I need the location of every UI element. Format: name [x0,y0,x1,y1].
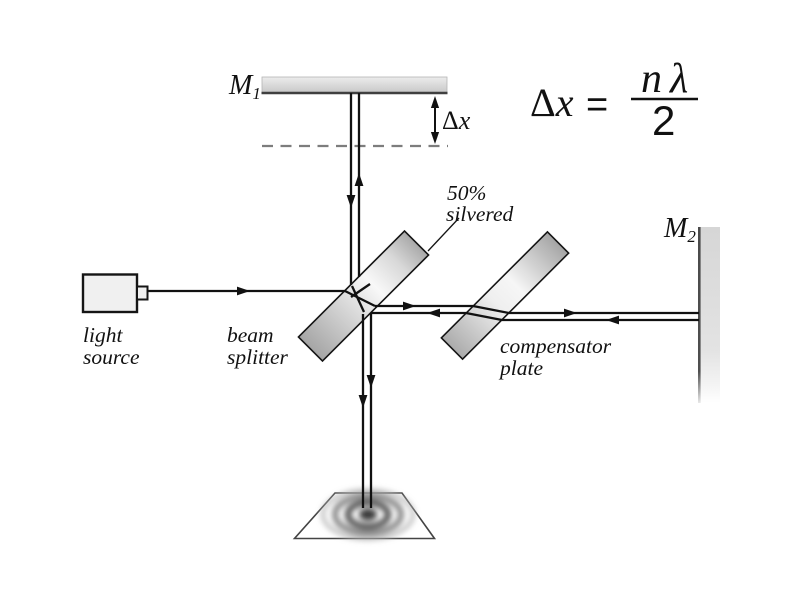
mirror-m1: M1 [228,70,448,103]
beam-paths [147,93,699,508]
delta-x-label-x: x [458,106,471,135]
mirror-m2-silvered-face [698,227,701,403]
mirror-m1-label: M1 [228,70,261,103]
fringe-ring-1 [344,499,392,530]
beam-through-compensator-return [465,311,503,322]
light-source-body [81,273,139,314]
beam-splitter-label-line2: splitter [227,345,289,369]
formula-lhs: Δx [530,80,574,125]
delta-x-label-delta: Δ [442,106,459,135]
beam-arrowheads [237,173,619,408]
formula-lhs-delta: Δ [530,80,556,125]
light-source-label-line2: source [83,345,140,369]
arrow-up-to-m1-icon [354,173,364,186]
arrow-left-from-m2-icon [606,315,619,325]
fringe-ring-3 [321,488,415,541]
arrow-down-from-m1-icon [346,195,356,208]
mirror-m1-label-sub: 1 [252,84,261,103]
beam-splitter: beam splitter 50% silvered [227,181,514,369]
delta-x-label: Δx [442,106,471,135]
silvered-label-line1: 50% [447,181,486,205]
formula-numerator-lambda: λ [668,56,688,102]
light-source: light source [81,273,149,369]
mirror-m2-bar [700,227,720,403]
silvered-surface-pointer-line [427,217,460,252]
mirror-m1-bar [261,76,448,93]
beam-refraction-a [344,289,376,308]
delta-x-arrowhead-down-icon [430,132,440,144]
mirror-m2-label-sub: 2 [687,227,696,246]
beam-splitter-label-line1: beam [227,323,274,347]
compensator-plate-glass [440,230,570,361]
fringe-ring-2 [332,493,404,536]
formula-numerator-n: n [641,56,662,102]
mirror-m2-label-main: M [663,213,689,244]
fringe-center [359,508,377,521]
interference-fringes [321,488,415,541]
arrow-down-detector-left-icon [358,395,368,408]
compensator-label-line2: plate [498,356,543,380]
arrow-left-return-inner-icon [427,308,440,318]
displacement-annotation: Δx [262,96,471,148]
arrow-right-source-icon [237,286,250,296]
mirror-m2-label: M2 [663,213,696,246]
compensator-plate: compensator plate [440,230,612,380]
formula-equals: = [586,84,608,126]
arrow-down-detector-right-icon [366,375,376,388]
arrow-right-to-m2-icon [564,308,577,318]
beam-through-compensator-out [472,304,510,315]
silvered-label-line2: silvered [446,202,514,226]
beam-refraction-c [350,283,371,298]
compensator-label-line1: compensator [500,334,612,358]
detector-screen [292,488,437,541]
formula-lhs-x: x [555,80,574,125]
formula-denominator: 2 [652,97,675,144]
beam-refraction-b [350,285,366,313]
mirror-m1-label-main: M [228,70,254,101]
arrow-right-to-compensator-icon [403,301,416,311]
light-source-aperture [136,285,149,301]
light-source-label-line1: light [83,323,123,347]
delta-x-arrowhead-up-icon [430,96,440,108]
mirror-m2: M2 [663,213,720,403]
